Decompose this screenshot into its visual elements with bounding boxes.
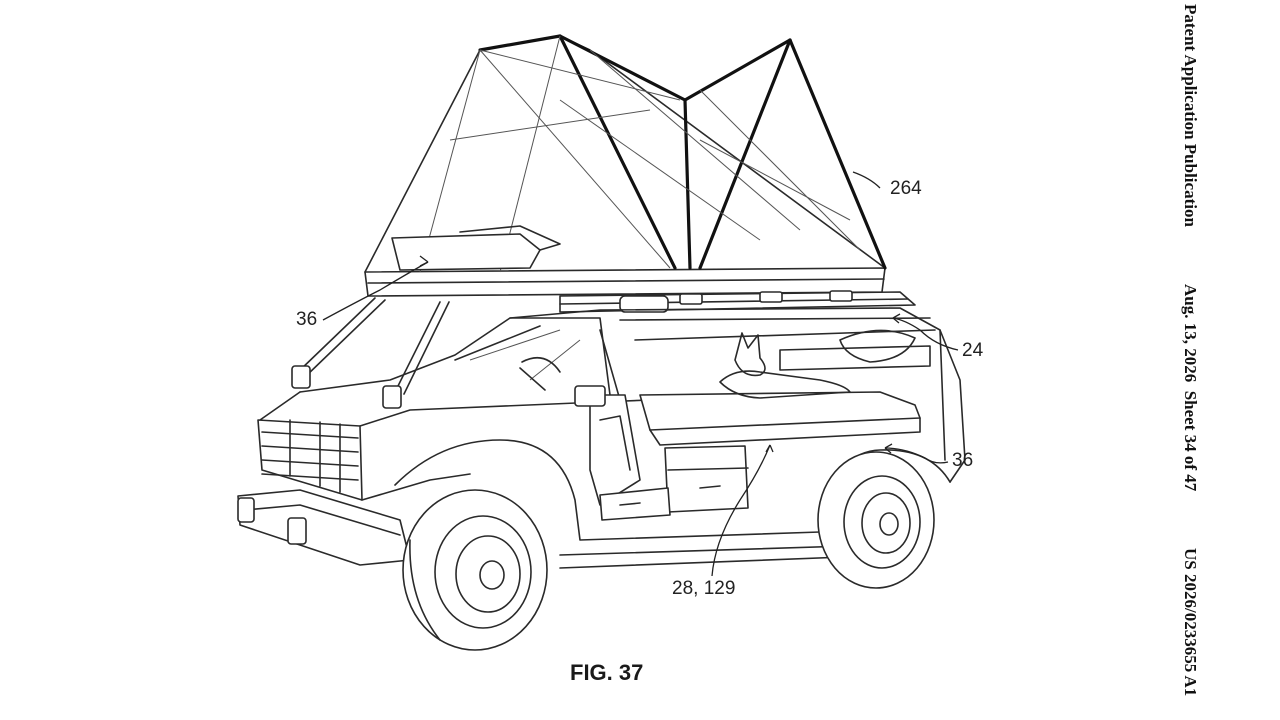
front-wheel (402, 489, 548, 651)
ref-label-bed: 28, 129 (672, 578, 736, 599)
ref-label-rail-right: 36 (952, 450, 974, 471)
roof-rack (559, 290, 916, 313)
rear-wheel (817, 451, 935, 589)
publication-number: US 2026/0233655 A1 (1181, 548, 1200, 697)
figure-caption: FIG. 37 (570, 660, 644, 685)
rooftop-tent (364, 34, 887, 297)
tent-supports (291, 297, 450, 409)
patent-header: Patent Application Publication Aug. 13, … (1170, 0, 1210, 720)
ref-label-cabin: 24 (962, 340, 984, 361)
ref-label-rail-left: 36 (296, 309, 318, 330)
leader-lines (322, 171, 959, 577)
publication-title: Patent Application Publication (1181, 4, 1200, 227)
ref-label-tent: 264 (890, 178, 922, 199)
vehicle-interior (519, 332, 921, 521)
date-sheet: Aug. 13, 2026 Sheet 34 of 47 (1181, 284, 1200, 492)
